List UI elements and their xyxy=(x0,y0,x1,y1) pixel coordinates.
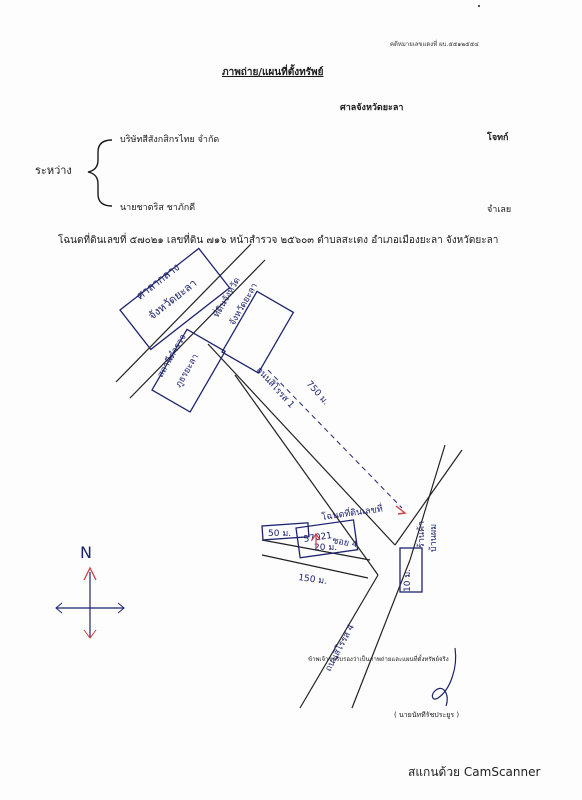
market-label-1: ร้านค้า xyxy=(416,521,427,548)
parties-brace xyxy=(87,139,113,207)
provincial-hall-box xyxy=(119,247,231,351)
landmark-boxes xyxy=(119,247,423,593)
court-name: ศาลจังหวัดยะลา xyxy=(340,103,404,113)
lane-distance: 150 ม. xyxy=(298,573,328,587)
parcel-arrow-icon xyxy=(311,532,321,548)
title-deed-line: โฉนดที่ดินเลขที่ ๕๗๐๒๑ เลขที่ดิน ๗๑๖ หน้… xyxy=(58,235,499,246)
land-office-box xyxy=(221,290,295,374)
route-dashed-line xyxy=(267,369,403,509)
north-label: N xyxy=(80,543,92,562)
parcel-number: 57021 xyxy=(303,531,333,545)
certification-text: ข้าพเจ้าขอรับรองว่าเป็นภาพถ่ายและแผนที่ต… xyxy=(308,656,449,663)
market-box xyxy=(399,547,423,593)
signer-name: ( นายนัททีรัชประยูร ) xyxy=(394,711,460,719)
signature-mark xyxy=(431,647,457,707)
parcel-outer-box xyxy=(261,522,310,541)
plaintiff-name: บริษัทสีสังกสิกรไทย จำกัด xyxy=(120,135,220,145)
case-number: คดีหมายเลขแดงที่ ผบ.๕๕๑๒๕๕๔ xyxy=(390,41,479,48)
defendant-role: จำเลย xyxy=(487,205,512,215)
parcel-depth-label: 20 ม. xyxy=(314,543,337,553)
main-road-distance: 750 ม. xyxy=(304,379,331,407)
parcel-box xyxy=(295,519,359,559)
scan-speck xyxy=(478,5,480,7)
market-label-2: บ้านผม xyxy=(428,524,439,552)
route-arrow-icon xyxy=(395,505,407,515)
road-lines xyxy=(115,243,463,709)
side-road-label: ถนนสิโรรส 4 xyxy=(323,622,357,673)
camscanner-watermark: สแกนด้วย CamScanner xyxy=(408,765,541,779)
small-distance-label: 10 ม. xyxy=(403,569,413,592)
police-box xyxy=(151,328,226,413)
parcel-width-label: 50 ม. xyxy=(268,529,291,539)
plaintiff-role: โจทก์ xyxy=(487,133,509,143)
lane-label: ซอย 4 xyxy=(331,536,358,550)
compass-icon: N xyxy=(55,543,125,639)
document-title: ภาพถ่าย/แผนที่ตั้งทรัพย์ xyxy=(222,67,324,78)
between-label: ระหว่าง xyxy=(35,164,72,177)
main-road-label: ถนนสิโรรส 1 xyxy=(254,365,297,411)
police-label-2: ภูธรยะลา xyxy=(174,353,201,390)
defendant-name: นายชาตริส ชาภักดี xyxy=(120,203,196,213)
